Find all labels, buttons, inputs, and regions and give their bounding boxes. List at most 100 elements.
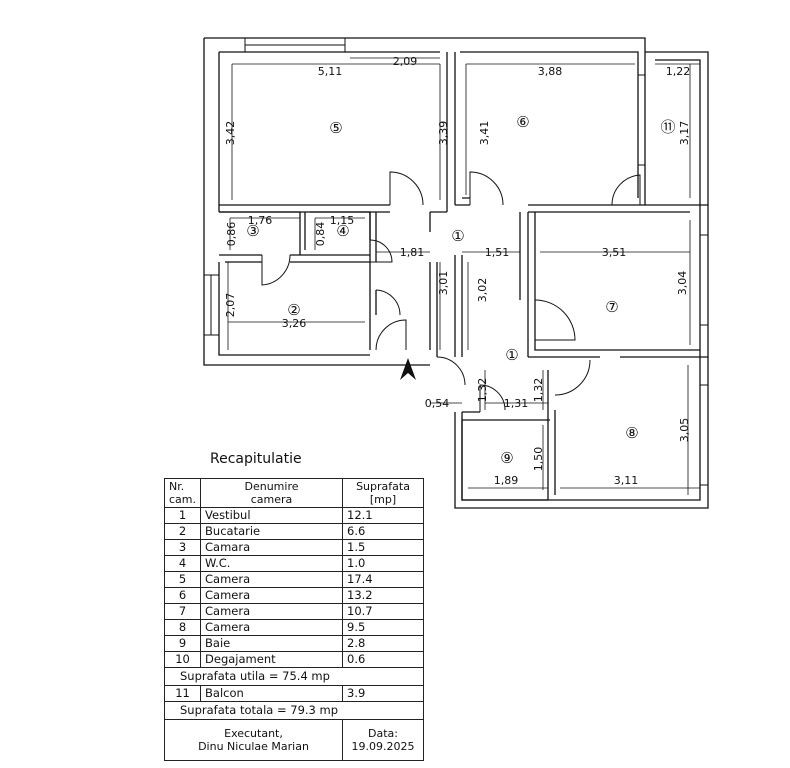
row-area: 6.6	[342, 523, 425, 540]
dim-r11-height: 3,17	[678, 121, 691, 146]
window-r7	[699, 234, 709, 326]
wall-r7	[528, 212, 708, 358]
room-label-2: ②	[287, 301, 300, 319]
room-label-1b: ①	[505, 346, 518, 364]
west-wall	[203, 38, 430, 366]
executant-cell: Executant, Dinu Niculae Marian	[163, 719, 344, 761]
door-r9	[479, 384, 506, 412]
door-r11	[611, 174, 641, 206]
room-label-1a: ①	[451, 227, 464, 245]
window-r6	[637, 74, 646, 166]
row-area: 1.0	[342, 555, 425, 572]
row-area: 17.4	[342, 571, 425, 588]
dim-r8-height: 3,05	[678, 418, 691, 443]
row-name: Camara	[200, 539, 344, 556]
floor-plan: 5,11 2,09 3,42 3,39 3,88 3,41 1,22 3,17 …	[203, 37, 709, 509]
header-nr: Nr. cam.	[163, 478, 202, 508]
row-name: Degajament	[200, 651, 344, 668]
door-r2	[375, 289, 407, 351]
useful-total: Suprafata utila = 75.4 mp	[163, 667, 425, 686]
door-r5	[389, 171, 424, 206]
row-area: 3.9	[342, 685, 425, 702]
row-name: Baie	[200, 635, 344, 652]
balcony-outline	[645, 51, 709, 205]
dim-r2-width: 3,26	[282, 317, 307, 330]
dim-hall-height-2: 3,02	[476, 278, 489, 303]
dim-r6-height: 3,41	[478, 121, 491, 146]
row-area: 12.1	[342, 507, 425, 524]
door-r6	[469, 171, 504, 206]
door-r4	[369, 239, 393, 263]
dim-r5-height-right: 3,39	[437, 121, 450, 146]
date-cell: Data: 19.09.2025	[342, 719, 425, 761]
dim-r9-height: 1,50	[532, 447, 545, 472]
room-label-11: ⑪	[660, 118, 675, 136]
dim-r4-width: 1,15	[330, 214, 355, 227]
row-area: 9.5	[342, 619, 425, 636]
row-area: 13.2	[342, 587, 425, 604]
dim-r10-width: 0,54	[425, 397, 450, 410]
date-label: Data:	[368, 727, 398, 740]
row-area: 10.7	[342, 603, 425, 620]
room-label-5: ⑤	[329, 119, 342, 137]
row-area: 2.8	[342, 635, 425, 652]
row-name: Camera	[200, 571, 344, 588]
row-nr: 3	[163, 539, 202, 556]
dim-r6-width: 3,88	[538, 65, 563, 78]
executant-label: Executant,	[224, 727, 283, 740]
room-label-7: ⑦	[605, 298, 618, 316]
footer-row: Executant, Dinu Niculae Marian Data: 19.…	[163, 719, 425, 761]
row-nr: 5	[163, 571, 202, 588]
row-nr: 8	[163, 619, 202, 636]
table-row-balcony: 11 Balcon 3.9	[163, 685, 425, 702]
wall-r5-bottom	[219, 204, 447, 213]
dim-r10-height: 1,32	[476, 378, 489, 403]
date-value: 19.09.2025	[351, 740, 415, 753]
door-entry	[436, 356, 466, 386]
dim-r9-width: 1,89	[494, 474, 519, 487]
door-r8	[554, 359, 591, 396]
grand-total-row: Suprafata totala = 79.3 mp	[163, 701, 425, 720]
row-nr: 7	[163, 603, 202, 620]
dim-r8-width: 3,11	[614, 474, 639, 487]
dim-r3-width: 1,76	[248, 214, 273, 227]
row-name: Camera	[200, 587, 344, 604]
wall-r2-top	[219, 254, 370, 263]
door-r3	[261, 254, 291, 286]
row-nr: 1	[163, 507, 202, 524]
row-name: Balcon	[200, 685, 344, 702]
dim-r9-side: 1,32	[532, 378, 545, 403]
recap-title: Recapitulatie	[210, 451, 302, 467]
row-nr: 2	[163, 523, 202, 540]
header-name: Denumire camera	[200, 478, 344, 508]
row-nr: 4	[163, 555, 202, 572]
wall-hall-center	[454, 212, 529, 357]
recap-table: Nr. cam. Denumire camera Suprafata [mp] …	[163, 478, 425, 761]
row-name: Camera	[200, 603, 344, 620]
dim-hall-width-1: 1,81	[400, 246, 425, 259]
dim-r5-width: 5,11	[318, 65, 343, 78]
room-label-3: ③	[246, 222, 259, 240]
dim-hall-height-1: 3,01	[437, 271, 450, 296]
north-arrow-icon	[400, 358, 416, 380]
row-name: Vestibul	[200, 507, 344, 524]
row-name: W.C.	[200, 555, 344, 572]
dim-r5-window: 2,09	[393, 55, 418, 68]
dim-r2-height: 2,07	[224, 293, 237, 318]
row-nr: 9	[163, 635, 202, 652]
dim-r5-height-left: 3,42	[224, 121, 237, 146]
dim-r7-width: 3,51	[602, 246, 627, 259]
row-nr: 6	[163, 587, 202, 604]
room-label-9: ⑨	[500, 449, 513, 467]
dim-hall-width-2: 1,51	[485, 246, 510, 259]
room-label-6: ⑥	[516, 113, 529, 131]
wall-r9	[461, 420, 548, 501]
grand-total: Suprafata totala = 79.3 mp	[163, 701, 425, 720]
